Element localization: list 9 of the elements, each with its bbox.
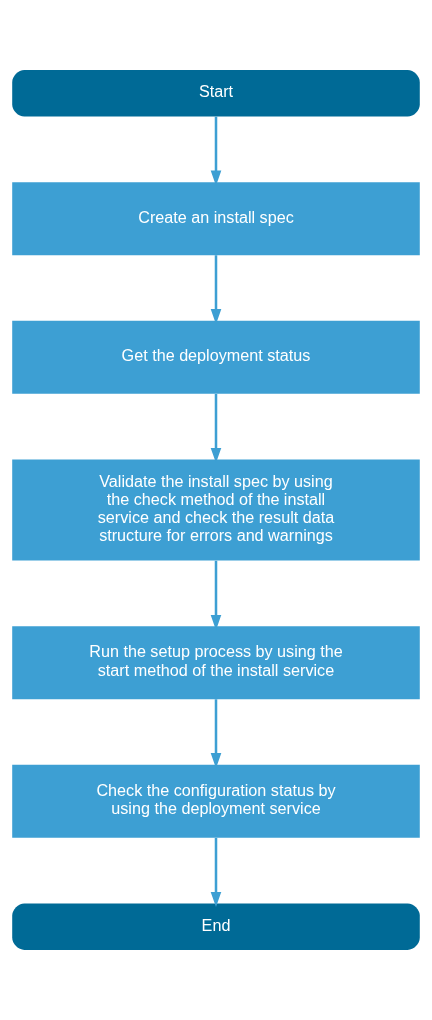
node-box: Check the configuration status by using the deployment service xyxy=(12,764,420,838)
node-box: Validate the install spec by using the check method of the install service and check the result data structure for errors and warnings xyxy=(12,459,420,561)
node-box: Start xyxy=(12,70,420,117)
node-box: Create an install spec xyxy=(12,182,420,256)
node-box: Run the setup process by using the start method of the install service xyxy=(12,626,420,700)
node-box: Get the deployment status xyxy=(12,320,420,394)
arrow xyxy=(210,838,222,908)
arrow xyxy=(210,116,222,186)
node-box: End xyxy=(12,903,420,950)
